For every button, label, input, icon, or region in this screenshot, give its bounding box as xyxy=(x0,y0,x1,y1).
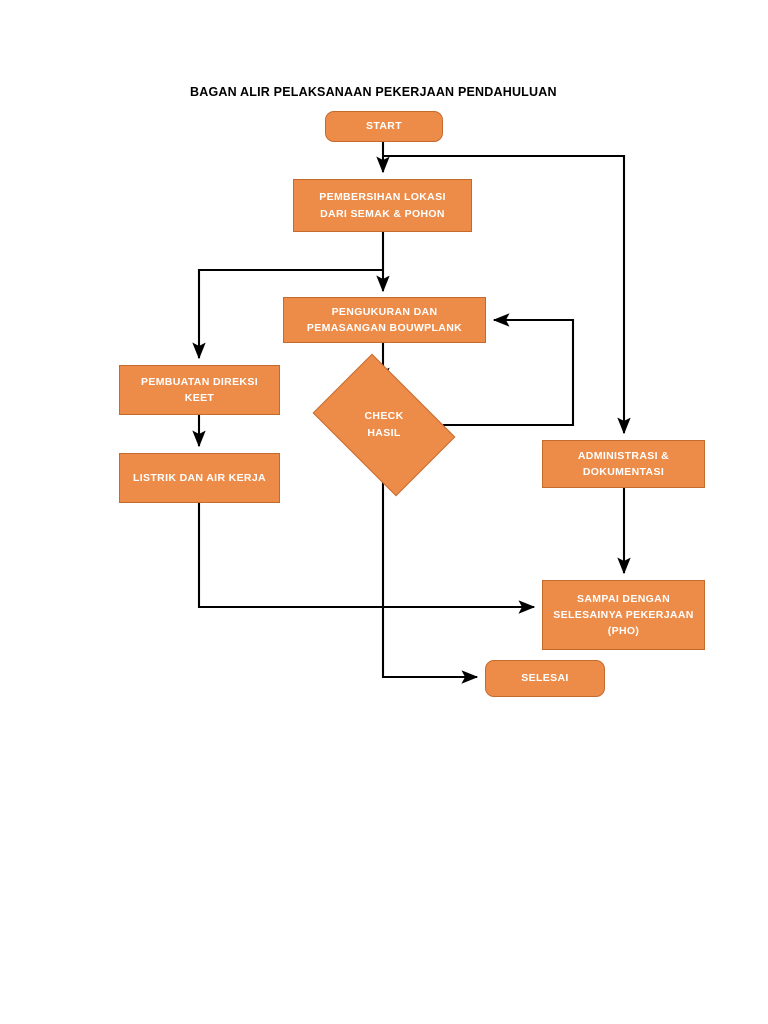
node-administrasi-line1: ADMINISTRASI & xyxy=(577,449,670,462)
node-check-hasil-label: CHECK HASIL xyxy=(364,408,403,442)
node-check-hasil[interactable]: CHECK HASIL xyxy=(312,353,456,497)
connector-check-hasil-to-selesai xyxy=(381,467,479,684)
node-pho-line2: SELESAINYA PEKERJAAN xyxy=(553,608,694,621)
node-administrasi-line2: DOKUMENTASI xyxy=(582,466,665,478)
node-pembersihan-line1: PEMBERSIHAN LOKASI xyxy=(319,191,446,204)
node-pengukuran-bouwplank[interactable]: PENGUKURAN DAN PEMASANGAN BOUWPLANK xyxy=(283,297,486,343)
node-direksi-keet-line2: KEET xyxy=(184,392,215,404)
node-pengukuran-line2: PEMASANGAN BOUWPLANK xyxy=(306,322,463,334)
node-start[interactable]: START xyxy=(325,111,443,142)
node-start-label: START xyxy=(366,120,402,133)
node-pembuatan-direksi-keet[interactable]: PEMBUATAN DIREKSI KEET xyxy=(119,365,280,415)
node-listrik-air-kerja[interactable]: LISTRIK DAN AIR KERJA xyxy=(119,453,280,503)
node-listrik-air-line1: LISTRIK DAN AIR KERJA xyxy=(133,471,266,484)
node-selesai[interactable]: SELESAI xyxy=(485,660,605,697)
node-administrasi-dokumentasi[interactable]: ADMINISTRASI & DOKUMENTASI xyxy=(542,440,705,488)
node-pho-line3: (PHO) xyxy=(607,625,640,638)
node-pengukuran-line1: PENGUKURAN DAN xyxy=(331,305,438,318)
node-pho-line1: SAMPAI DENGAN xyxy=(576,592,671,605)
node-check-hasil-line1: CHECK xyxy=(364,410,404,423)
node-direksi-keet-line1: PEMBUATAN DIREKSI xyxy=(141,375,258,388)
node-check-hasil-line2: HASIL xyxy=(367,427,401,439)
node-pembersihan-line2: DARI SEMAK & POHON xyxy=(320,207,445,220)
page-title: BAGAN ALIR PELAKSANAAN PEKERJAAN PENDAHU… xyxy=(190,85,557,99)
connector-listrik-air-to-pho xyxy=(197,503,536,614)
node-pembersihan-lokasi[interactable]: PEMBERSIHAN LOKASI DARI SEMAK & POHON xyxy=(293,179,472,232)
node-selesai-label: SELESAI xyxy=(521,672,569,685)
node-sampai-selesainya-pekerjaan-pho[interactable]: SAMPAI DENGAN SELESAINYA PEKERJAAN (PHO) xyxy=(542,580,705,650)
